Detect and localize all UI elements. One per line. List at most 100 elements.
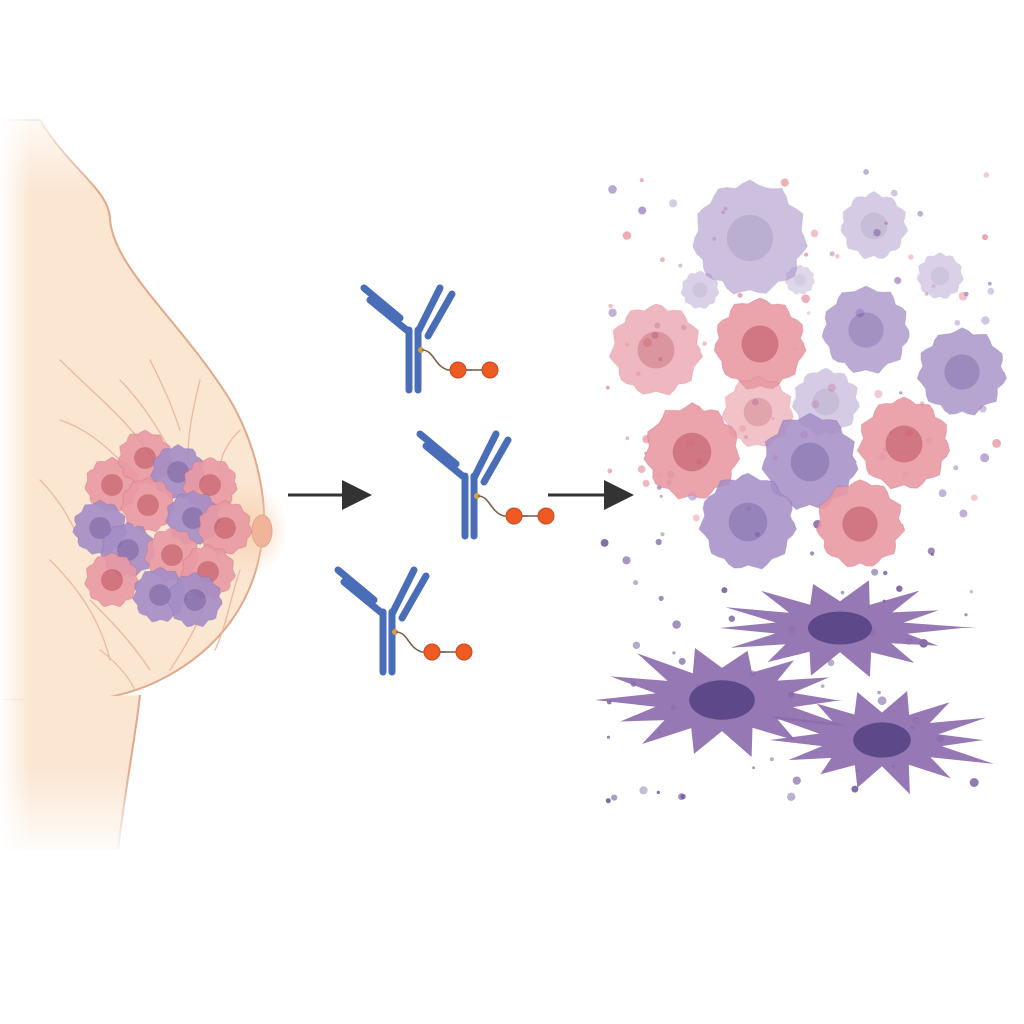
cell-nucleus: [885, 425, 923, 463]
debris-particle: [792, 776, 801, 785]
debris-particle: [633, 580, 639, 586]
antibody-arm: [422, 442, 469, 482]
dying-tumor-cell: [821, 285, 910, 374]
debris-particle: [981, 316, 990, 325]
debris-particle: [801, 294, 810, 304]
cell-nucleus: [860, 212, 888, 240]
antibody-light-chain: [416, 430, 460, 468]
drug-payload: [505, 507, 523, 525]
debris-particle: [835, 253, 840, 259]
fragmented-cell: [769, 691, 994, 795]
cell-cytoplasm: [850, 202, 898, 250]
cell-nucleus: [930, 266, 950, 286]
debris-particle: [871, 568, 879, 576]
cell-nucleus: [842, 506, 878, 542]
debris-particle: [917, 210, 924, 217]
antibody-light-chain: [424, 290, 456, 340]
debris-particle: [987, 287, 995, 295]
debris-particle: [863, 169, 869, 175]
cell-nucleus: [741, 325, 779, 363]
debris-particle: [927, 547, 935, 555]
dying-tumor-cell: [856, 396, 951, 490]
adc-top: [360, 284, 499, 394]
dying-tumor-cell: [784, 264, 816, 295]
debris-particle: [769, 757, 774, 762]
debris-particle: [605, 798, 611, 804]
cell-nucleus: [848, 312, 884, 348]
dying-tumor-cell: [916, 251, 964, 300]
debris-particle: [810, 229, 819, 238]
debris-particle: [600, 539, 609, 547]
antibody-light-chain: [398, 572, 430, 622]
cell-nucleus: [726, 214, 774, 262]
debris-particle: [622, 556, 631, 565]
debris-particle: [954, 319, 961, 326]
cell-cytoplasm: [710, 198, 790, 278]
dying-round-cells: [608, 179, 1008, 570]
debris-particle: [890, 189, 898, 197]
debris-particle: [607, 468, 613, 474]
debris-particle: [692, 514, 700, 522]
top-bottom-fade: [0, 100, 300, 860]
cell-cytoplasm: [789, 269, 811, 291]
debris-particle: [660, 257, 665, 263]
debris-particle: [804, 252, 809, 257]
cell-cytoplasm: [802, 378, 850, 426]
fragmented-cell: [594, 648, 847, 757]
dying-tumor-cell: [713, 297, 807, 390]
debris-particle: [678, 657, 686, 665]
cell-nucleus: [743, 397, 773, 427]
antibody-arm: [366, 296, 413, 336]
antibody-light-chain: [360, 284, 404, 322]
drug-payload: [537, 507, 555, 525]
dying-tumor-cell: [815, 479, 906, 568]
debris-particle: [638, 206, 647, 215]
drug-payload: [449, 361, 467, 379]
debris-particle: [639, 786, 648, 795]
debris-particle: [608, 185, 617, 194]
debris-particle: [611, 794, 618, 801]
debris-particle: [938, 489, 947, 498]
cell-nucleus: [637, 331, 675, 369]
adc-bottom: [334, 566, 473, 676]
fragmented-cell-nucleus: [808, 611, 872, 645]
cell-nucleus: [728, 502, 768, 542]
breast: [0, 100, 300, 860]
debris-particle: [810, 551, 815, 556]
debris-particle: [728, 615, 735, 622]
dying-tumor-cell: [692, 179, 808, 295]
debris-particle: [658, 595, 664, 602]
cell-nucleus: [790, 442, 830, 482]
dying-tumor-cell: [761, 412, 859, 510]
debris-particle: [632, 641, 641, 649]
debris-particle: [660, 532, 665, 537]
dying-tumor-cell: [840, 190, 909, 260]
debris-particle: [642, 479, 650, 487]
debris-particle: [608, 303, 613, 309]
debris-particle: [980, 453, 990, 463]
debris-particle: [992, 439, 1001, 448]
antibody-arm: [340, 578, 387, 618]
dying-tumor-cell: [680, 270, 720, 310]
debris-particle: [877, 696, 887, 706]
debris-particle: [655, 538, 662, 546]
fragmented-cell-nucleus: [689, 680, 755, 720]
antibody-arm: [388, 566, 418, 618]
debris-particle: [637, 465, 646, 474]
debris-particle: [605, 385, 610, 390]
debris-particle: [625, 436, 630, 441]
debris-particle: [969, 778, 979, 787]
linker: [395, 631, 446, 653]
fragmented-cell: [719, 580, 978, 678]
debris-particle: [639, 178, 644, 183]
debris-particle: [608, 308, 617, 317]
dying-tumor-cell: [916, 327, 1008, 416]
debris-particle: [924, 292, 929, 296]
debris-particle: [908, 254, 914, 260]
debris-particle: [678, 263, 683, 268]
cell-nucleus: [692, 282, 708, 298]
fragmented-cells: [594, 580, 994, 795]
cell-nucleus: [794, 274, 806, 286]
linker: [421, 349, 472, 371]
dying-tumor-cell: [608, 303, 704, 396]
